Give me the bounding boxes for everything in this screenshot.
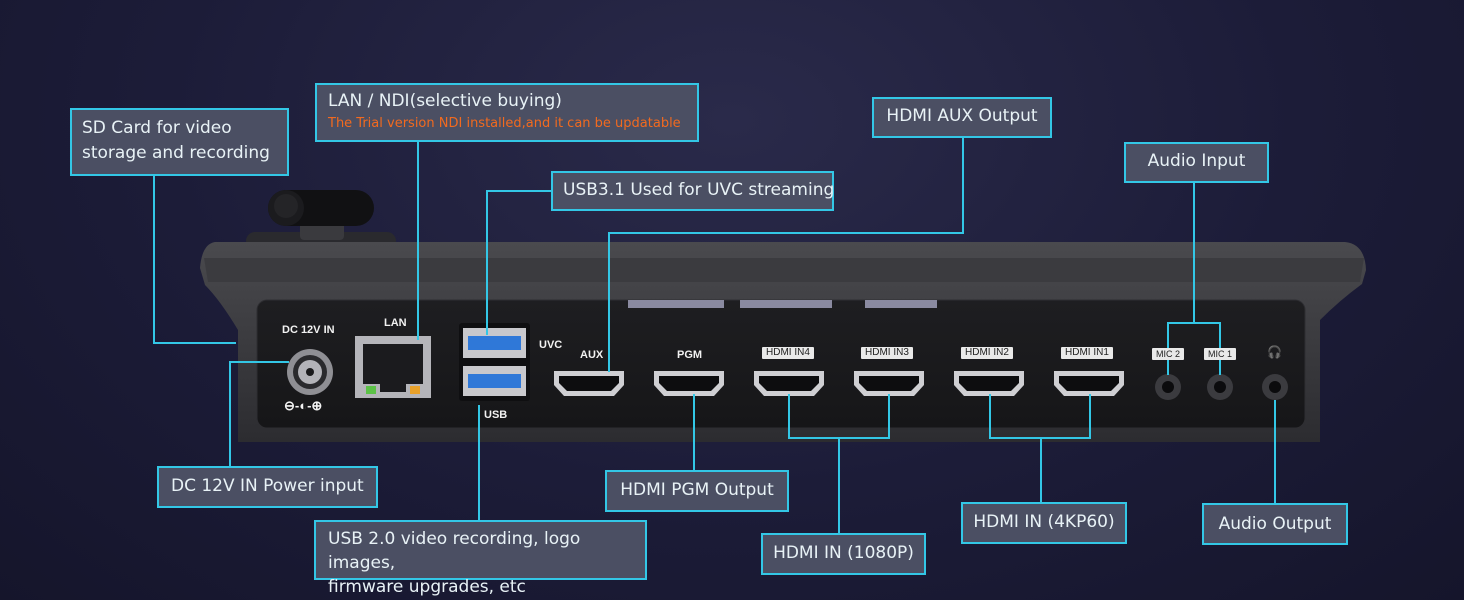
hdmi-port-in4-icon (754, 371, 824, 396)
usb-port-stack-icon (459, 323, 530, 401)
leader-lines (153, 137, 1276, 535)
callout-lan-ndi: LAN / NDI(selective buying) The Trial ve… (315, 83, 699, 142)
hdmi-port-aux-icon (554, 371, 624, 396)
callout-audio-output: Audio Output (1202, 503, 1348, 545)
hdmi-in2-tag: HDMI IN2 (961, 347, 1013, 359)
callout-hdmi-aux: HDMI AUX Output (872, 97, 1052, 138)
mic1-tag: MIC 1 (1204, 348, 1237, 360)
aux-port-label: AUX (580, 349, 604, 361)
joystick-icon (246, 190, 396, 250)
usb-label: USB (484, 409, 508, 421)
hdmi-in3-tag: HDMI IN3 (861, 347, 913, 359)
callout-usb31: USB3.1 Used for UVC streaming (551, 171, 834, 211)
callout-dc-power: DC 12V IN Power input (157, 466, 378, 508)
mic2-tag: MIC 2 (1152, 348, 1185, 360)
callout-lan-title: LAN / NDI(selective buying) (328, 91, 562, 111)
headphone-icon: 🎧 (1267, 345, 1282, 359)
uvc-label: UVC (539, 339, 563, 351)
lan-port-icon (355, 336, 431, 398)
callout-audio-input: Audio Input (1124, 142, 1269, 183)
hdmi-port-pgm-icon (654, 371, 724, 396)
hdmi-in4-tag: HDMI IN4 (762, 347, 814, 359)
hdmi-port-in2-icon (954, 371, 1024, 396)
hdmi-port-in1-icon (1054, 371, 1124, 396)
pgm-port-label: PGM (677, 349, 703, 361)
headphone-jack-icon (1262, 374, 1288, 400)
callout-lan-note: The Trial version NDI installed,and it c… (328, 116, 681, 131)
mic2-jack-icon (1155, 374, 1181, 400)
callout-hdmi-in-1080p: HDMI IN (1080P) (761, 533, 926, 575)
hdmi-port-in3-icon (854, 371, 924, 396)
callout-hdmi-pgm: HDMI PGM Output (605, 470, 789, 512)
callout-usb20: USB 2.0 video recording, logo images, fi… (314, 520, 647, 597)
lan-port-label: LAN (384, 317, 407, 329)
mic1-jack-icon (1207, 374, 1233, 400)
dc-polarity-symbol: ⊖-◐-⊕ (284, 398, 323, 413)
dc-jack-icon (287, 349, 333, 395)
callout-sd-card: SD Card for video storage and recording (70, 108, 289, 176)
dc-port-label: DC 12V IN (282, 324, 335, 336)
hdmi-in1-tag: HDMI IN1 (1061, 347, 1113, 359)
callout-hdmi-in-4kp60: HDMI IN (4KP60) (961, 502, 1127, 544)
